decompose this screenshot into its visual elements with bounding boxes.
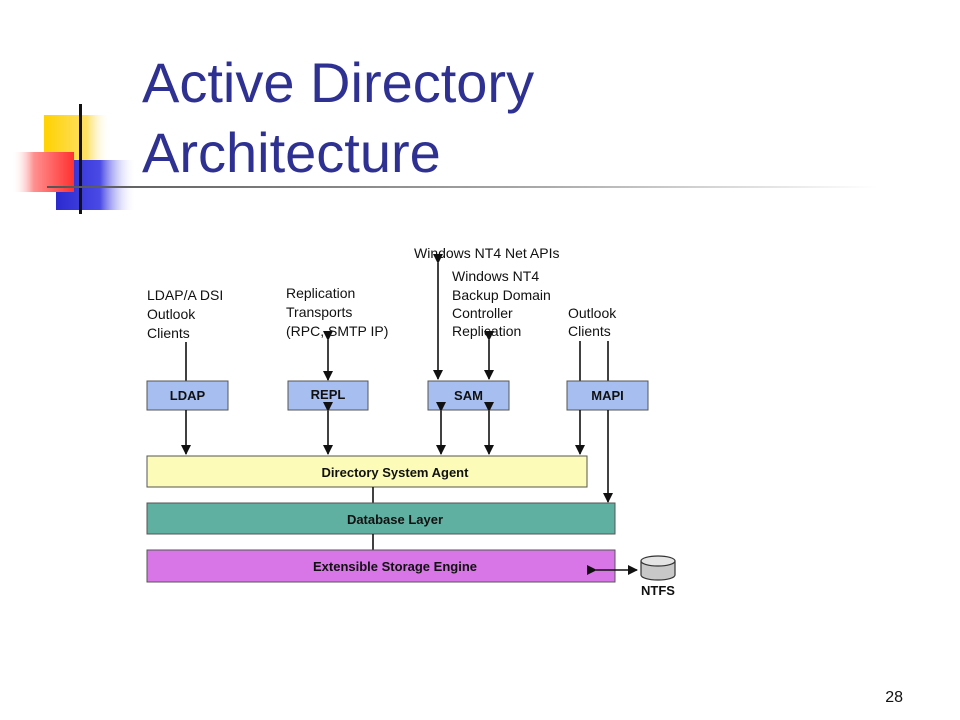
dsa-layer-label: Directory System Agent [322,465,470,480]
mapi-box-label: MAPI [591,388,624,403]
ldap-box-label: LDAP [170,388,206,403]
dsa-layer [146,455,588,488]
disk-icon [640,555,676,581]
ldap-clients-label: LDAP/A DSI Outlook Clients [147,287,227,341]
replication-transports-label: Replication Transports (RPC, SMTP IP) [286,285,388,339]
slide-title: Active Directory Architecture [142,48,534,188]
db-layer-label: Database Layer [347,512,443,527]
slide-title-line-2: Architecture [142,121,441,184]
slide-title-line-1: Active Directory [142,51,535,114]
outlook-clients-label: Outlook Clients [568,305,620,339]
ldap-box [146,380,229,411]
net-apis-label: Windows NT4 Net APIs [414,245,560,261]
sam-box-label: SAM [454,388,483,403]
ese-layer [146,549,616,583]
repl-box-label: REPL [311,387,346,402]
db-layer [146,502,616,535]
ntfs-label: NTFS [641,583,675,598]
page-number: 28 [885,689,903,706]
bdc-replication-label: Windows NT4 Backup Domain Controller Rep… [452,268,555,339]
ese-layer-label: Extensible Storage Engine [313,559,477,574]
